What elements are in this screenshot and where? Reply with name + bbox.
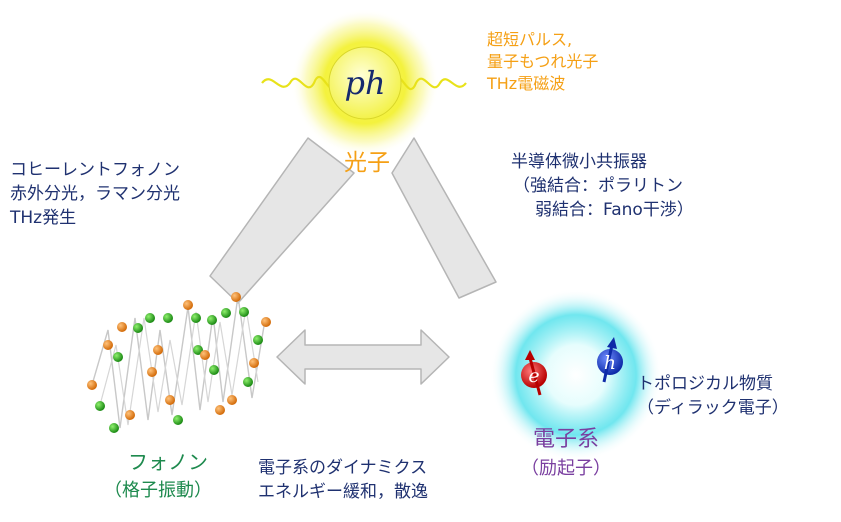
photon-feature-line: THz電磁波 bbox=[487, 74, 566, 93]
photon-graphic bbox=[261, 9, 467, 157]
photon-phonon-topics: コヒーレントフォノン 赤外分光，ラマン分光 THz発生 bbox=[10, 158, 180, 230]
photon-feature-line: 超短パルス, bbox=[487, 30, 573, 49]
electron-symbol: e bbox=[528, 365, 539, 387]
arrow-photon-phonon bbox=[209, 137, 355, 304]
electron-sublabel: （励起子） bbox=[521, 458, 611, 479]
hole-symbol: h bbox=[604, 352, 616, 374]
phonon-sublabel: （格子振動） bbox=[104, 480, 212, 501]
topic-line: （強結合：ポラリトン bbox=[513, 176, 683, 196]
arrow-photon-electron bbox=[391, 137, 497, 299]
topic-line: エネルギー緩和，散逸 bbox=[258, 482, 428, 502]
electron-material-topics: トポロジカル物質 （ディラック電子） bbox=[637, 372, 789, 420]
electron-label: 電子系 bbox=[533, 427, 599, 452]
electron-particle bbox=[521, 350, 547, 396]
phonon-graphic bbox=[87, 292, 271, 433]
arrow-phonon-electron bbox=[276, 329, 450, 385]
hole-particle bbox=[597, 337, 623, 383]
topic-line: 弱結合：Fano干渉） bbox=[535, 200, 694, 220]
topic-line: コヒーレントフォノン bbox=[10, 160, 180, 180]
topic-line: 電子系のダイナミクス bbox=[258, 458, 428, 478]
phonon-label: フォノン bbox=[128, 450, 208, 474]
phonon-electron-topics: 電子系のダイナミクス エネルギー緩和，散逸 bbox=[258, 456, 428, 504]
topic-line: THz発生 bbox=[10, 208, 77, 228]
electron-graphic bbox=[490, 289, 662, 461]
photon-symbol: ph bbox=[344, 64, 385, 102]
topic-line: 半導体微小共振器 bbox=[511, 152, 647, 172]
topic-line: トポロジカル物質 bbox=[637, 374, 773, 394]
photon-electron-topics: 半導体微小共振器 （強結合：ポラリトン 弱結合：Fano干渉） bbox=[511, 150, 694, 222]
topic-line: 赤外分光，ラマン分光 bbox=[10, 184, 180, 204]
photon-features: 超短パルス, 量子もつれ光子 THz電磁波 bbox=[487, 29, 598, 95]
topic-line: （ディラック電子） bbox=[637, 398, 789, 418]
photon-feature-line: 量子もつれ光子 bbox=[487, 52, 599, 71]
photon-label: 光子 bbox=[344, 150, 390, 176]
